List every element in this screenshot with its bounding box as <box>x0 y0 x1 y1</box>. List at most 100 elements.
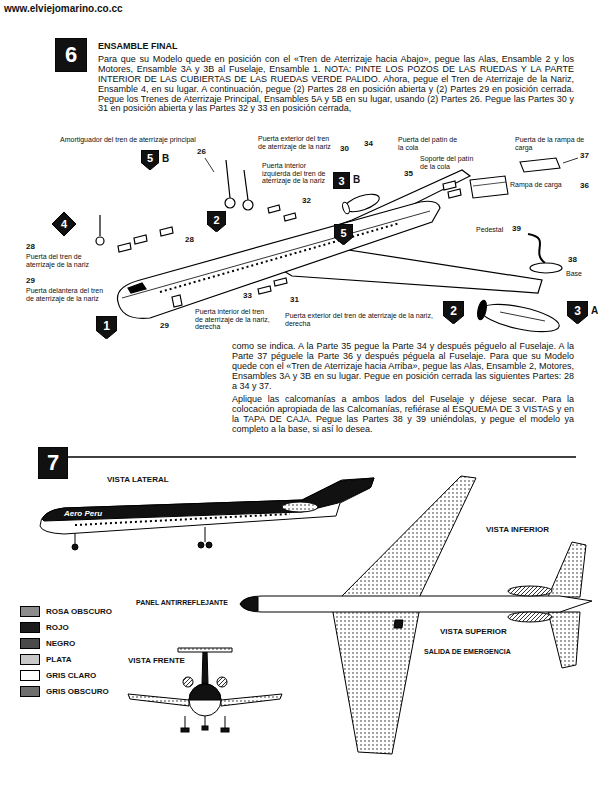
node-text-wrap: 2 <box>207 211 226 232</box>
watermark: www.elviejomarino.co.cc <box>4 3 123 14</box>
instruction-text: como se indica. A la Parte 35 pegue la P… <box>232 342 574 391</box>
plan-view-part <box>394 620 403 628</box>
side-view-part <box>206 542 212 548</box>
callout-badge: 2 <box>443 301 464 324</box>
legend-text: GRIS CLARO <box>46 671 96 680</box>
landing-gear-part <box>244 170 248 200</box>
cargo-ramp <box>470 158 578 198</box>
part-number: 35 <box>404 170 413 179</box>
cargo-ramp-part <box>470 176 508 198</box>
step-number-box: 7 <box>38 447 68 479</box>
instruction-text: Aplique las calcomanías a ambos lados de… <box>232 395 574 435</box>
part-label: Puerta delantera del tren de aterrizaje … <box>26 287 110 302</box>
plan-view-part <box>332 607 420 754</box>
assembly-letter: A <box>591 305 598 316</box>
section-heading: ENSAMBLE FINAL <box>98 41 178 51</box>
landing-gear-part <box>448 189 461 198</box>
front-view <box>128 648 282 732</box>
part-number: 32 <box>302 197 311 206</box>
part-number: 37 <box>580 152 589 161</box>
node-text-wrap: 6 <box>55 38 87 72</box>
side-view-part <box>40 478 374 534</box>
fuselage-exploded-part <box>172 295 182 307</box>
view-label: VISTA FRENTE <box>128 657 185 666</box>
part-label: Puerta exterior del tren de aterrizaje d… <box>285 312 435 327</box>
part-number: 28 <box>185 236 194 245</box>
callout-shape-outline <box>52 212 76 236</box>
landing-gear-part <box>268 205 280 213</box>
callout-number: 4 <box>61 218 67 230</box>
legend-text: NEGRO <box>46 639 75 648</box>
front-view-part <box>189 684 221 700</box>
landing-gear-part <box>243 200 253 210</box>
side-view-part <box>75 533 76 544</box>
part-number: 36 <box>580 182 589 191</box>
callout-number: 5 <box>147 152 153 164</box>
assembly-letter: B <box>353 174 360 185</box>
cargo-ramp-part <box>473 182 506 186</box>
part-number: 34 <box>364 140 373 149</box>
node-text-wrap: 4 <box>52 212 76 236</box>
front-view-part <box>183 677 193 687</box>
assembly-letter: B <box>162 153 169 164</box>
side-view-part <box>198 542 204 548</box>
callout-shape-outline <box>334 224 353 245</box>
plan-view-part <box>548 612 580 668</box>
part-number: 29 <box>160 322 169 331</box>
front-view-part <box>178 648 232 652</box>
side-view-part <box>42 478 374 521</box>
part-label: Puerta del tren de aterrizaje de la nari… <box>26 253 98 268</box>
part-number: 33 <box>243 292 252 301</box>
side-view-part <box>72 544 78 550</box>
part-number: 26 <box>197 148 206 157</box>
part-label: Base <box>566 270 582 278</box>
callout-badge: 3 <box>567 301 588 324</box>
callout-number: 3 <box>574 304 581 318</box>
plan-view-part <box>240 596 592 612</box>
landing-gear-part <box>118 243 131 252</box>
callout-shape-outline <box>38 447 68 479</box>
callout-number: 2 <box>213 214 219 226</box>
front-view-part <box>181 728 189 732</box>
livery-text: Aero Peru <box>62 510 104 519</box>
plan-view-part <box>508 612 552 622</box>
section-rule <box>68 457 576 458</box>
callout-number: 5 <box>340 227 346 239</box>
callout-number: 2 <box>450 304 457 318</box>
view-label: VISTA SUPERIOR <box>440 628 507 637</box>
plan-view <box>240 476 592 754</box>
part-number: 29 <box>26 277 35 286</box>
part-label: Puerta interior del tren de aterrizaje d… <box>195 308 271 331</box>
fuselage-exploded-part <box>160 223 400 292</box>
landing-gear-part <box>274 278 287 286</box>
node-text-wrap: 5 <box>141 150 159 170</box>
legend-text: ROJO <box>46 623 69 632</box>
node-text-wrap: 5 <box>334 224 353 245</box>
callout-shape-outline <box>567 301 588 324</box>
display-stand <box>528 234 562 273</box>
landing-gear-part <box>96 237 104 245</box>
part-label: Rampa de carga <box>510 181 562 189</box>
callout-shape-outline <box>443 301 464 324</box>
plan-view-part <box>548 542 586 597</box>
node-text-wrap: 3 <box>567 301 588 324</box>
fuselage-exploded <box>117 170 542 318</box>
front-view-part <box>202 726 208 730</box>
callout-badge: 5 <box>334 224 353 245</box>
step-number-box: 6 <box>55 38 87 72</box>
part-label: Soporte del patín de la cola <box>420 155 475 170</box>
part-label: Puerta del patín de la cola <box>398 136 458 151</box>
plan-view-part <box>240 597 258 611</box>
part-number: 39 <box>512 225 521 234</box>
part-label: Amortiguador del tren de aterrizaje prin… <box>60 136 196 144</box>
front-view-part <box>189 684 221 716</box>
view-label: VISTA INFERIOR <box>486 526 549 535</box>
side-view-part <box>205 527 206 542</box>
view-label: VISTA LATERAL <box>107 476 169 485</box>
callout-diamond: 4 <box>52 212 76 236</box>
legend-swatch <box>20 606 40 617</box>
fuselage-exploded-part <box>128 283 146 293</box>
legend-text: PLATA <box>46 655 71 664</box>
landing-gear-part <box>99 215 100 236</box>
